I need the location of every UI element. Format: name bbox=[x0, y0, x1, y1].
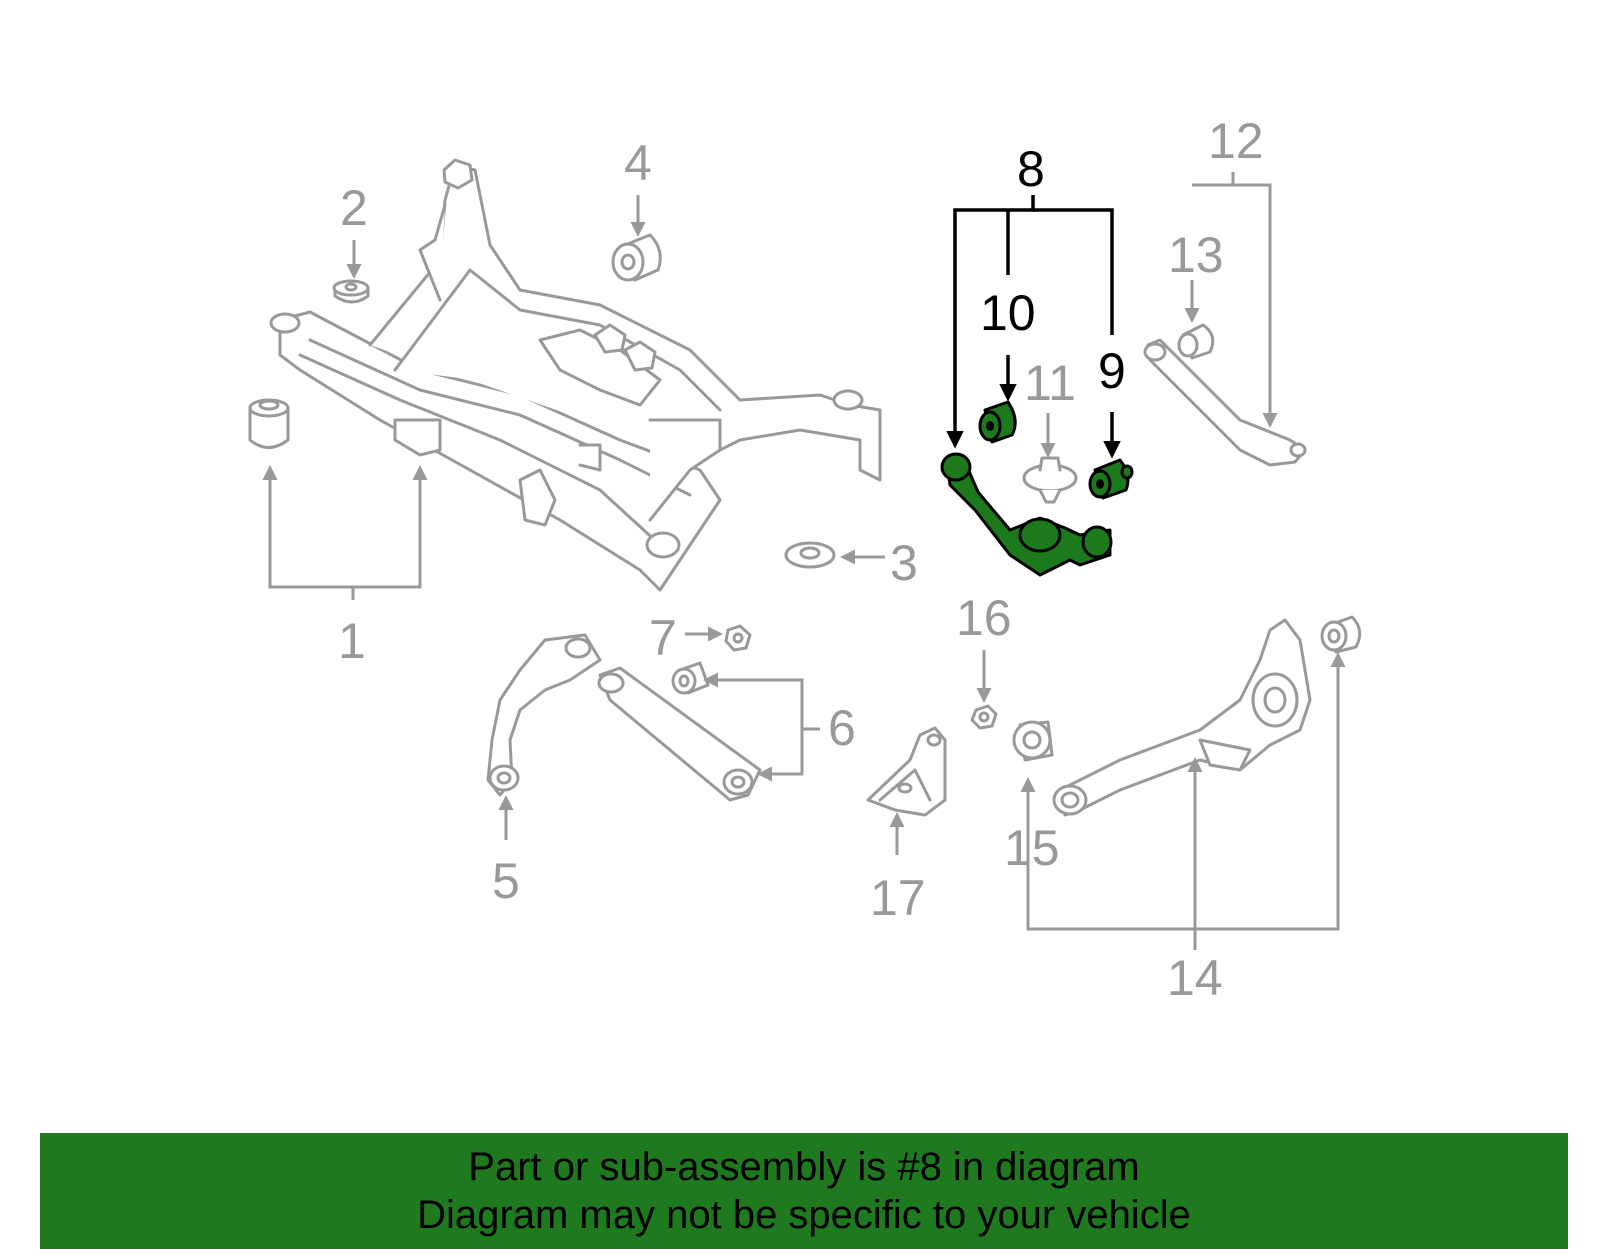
gray-leader-lines bbox=[262, 172, 1346, 950]
callout-6: 6 bbox=[828, 700, 856, 756]
banner-line-1: Part or sub-assembly is #8 in diagram bbox=[468, 1145, 1140, 1189]
callout-7: 7 bbox=[649, 610, 677, 666]
info-banner: Part or sub-assembly is #8 in diagram Di… bbox=[40, 1133, 1568, 1249]
rear-knuckle-part bbox=[1052, 615, 1362, 817]
callout-15: 15 bbox=[1004, 820, 1060, 876]
callout-4: 4 bbox=[624, 135, 652, 191]
rear-subframe-part bbox=[269, 158, 882, 592]
bracket-part bbox=[866, 726, 947, 817]
nut-part bbox=[724, 624, 752, 652]
callout-11: 11 bbox=[1024, 355, 1076, 411]
callout-3: 3 bbox=[890, 535, 918, 591]
callout-5: 5 bbox=[492, 853, 520, 909]
callout-12: 12 bbox=[1208, 113, 1264, 169]
bushing-9-part bbox=[1088, 458, 1134, 500]
lateral-link-part bbox=[486, 633, 602, 797]
flat-washer-part bbox=[784, 541, 836, 569]
black-leader-lines bbox=[946, 195, 1121, 459]
callout-14: 14 bbox=[1167, 950, 1223, 1006]
callout-13: 13 bbox=[1168, 227, 1224, 283]
callout-10: 10 bbox=[980, 285, 1036, 341]
mount-washer-part bbox=[332, 279, 370, 304]
crossmember-bushing-part bbox=[611, 233, 662, 282]
lower-link-part bbox=[597, 661, 762, 802]
callout-16: 16 bbox=[956, 590, 1012, 646]
upper-arm-highlighted-part[interactable] bbox=[940, 452, 1113, 577]
trailing-link-part bbox=[1143, 323, 1307, 467]
callout-9: 9 bbox=[1098, 343, 1126, 399]
banner-line-2: Diagram may not be specific to your vehi… bbox=[417, 1193, 1191, 1237]
callout-2: 2 bbox=[340, 180, 368, 236]
subframe-bushing-part bbox=[248, 398, 290, 449]
callout-1: 1 bbox=[338, 613, 366, 669]
callout-17: 17 bbox=[870, 870, 926, 926]
small-nut-part bbox=[970, 704, 998, 730]
knuckle-bushing-part bbox=[1012, 720, 1054, 762]
bushing-10-part bbox=[978, 400, 1017, 444]
callout-8: 8 bbox=[1017, 141, 1045, 197]
clip-part bbox=[1022, 456, 1078, 504]
